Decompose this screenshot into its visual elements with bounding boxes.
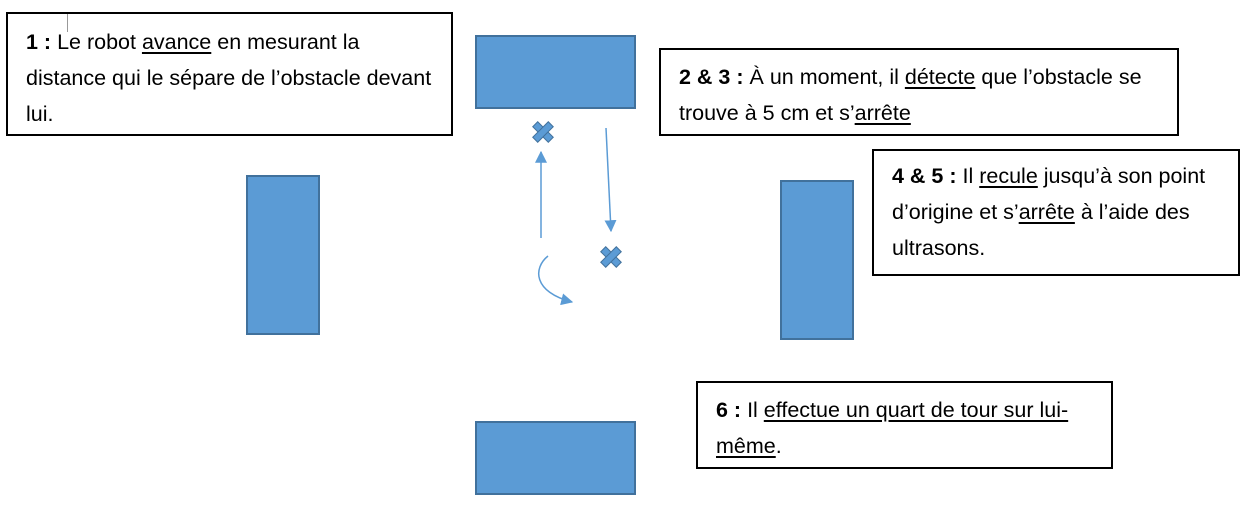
underlined-text: recule (979, 164, 1038, 188)
underlined-text: avance (141, 30, 212, 54)
text-segment: . (775, 434, 782, 458)
step-text: À un moment, il détecte que l’obstacle s… (679, 65, 1142, 125)
underlined-text: arrête (1018, 200, 1075, 224)
obstacle-left (246, 175, 320, 335)
step-box-2-3: 2 & 3 : À un moment, il détecte que l’ob… (659, 48, 1179, 136)
step-number: 2 & 3 : (679, 65, 744, 89)
step-number: 6 : (716, 398, 742, 422)
step-box-6: 6 : Il effectue un quart de tour sur lui… (696, 381, 1113, 469)
text-segment: Il (956, 164, 980, 188)
text-segment: que l’obstacle se trouve à 5 cm et s’ (679, 65, 1142, 125)
text-segment: en mesurant la distance qui le sépare de… (26, 30, 432, 126)
text-segment: Le robot (51, 30, 142, 54)
text-cursor (67, 14, 68, 32)
curved-arrow-icon (537, 255, 574, 306)
x-mark-icon (532, 121, 554, 143)
text-segment: À un moment, il (743, 65, 905, 89)
step-text: Le robot avance en mesurant la distance … (26, 30, 431, 126)
text-segment: Il (741, 398, 764, 422)
step-number: 1 : (26, 30, 52, 54)
step-box-4-5: 4 & 5 : Il recule jusqu’à son point d’or… (872, 149, 1240, 276)
x-mark-icon (600, 246, 622, 268)
underlined-text: détecte (904, 65, 976, 89)
step-box-1: 1 : Le robot avance en mesurant la dista… (6, 12, 453, 136)
step-text: Il effectue un quart de tour sur lui-mêm… (716, 398, 1068, 458)
text-segment: à l’aide des ultrasons. (892, 200, 1190, 260)
obstacle-right (780, 180, 854, 340)
obstacle-top (475, 35, 636, 109)
obstacle-bottom (475, 421, 636, 495)
underlined-text: effectue un quart de tour sur lui-même (716, 398, 1069, 458)
underlined-text: arrête (854, 101, 911, 125)
step-number: 4 & 5 : (892, 164, 957, 188)
backward-arrow (604, 127, 617, 233)
text-segment: jusqu’à son point d’origine et s’ (892, 164, 1206, 224)
step-text: Il recule jusqu’à son point d’origine et… (892, 164, 1205, 260)
